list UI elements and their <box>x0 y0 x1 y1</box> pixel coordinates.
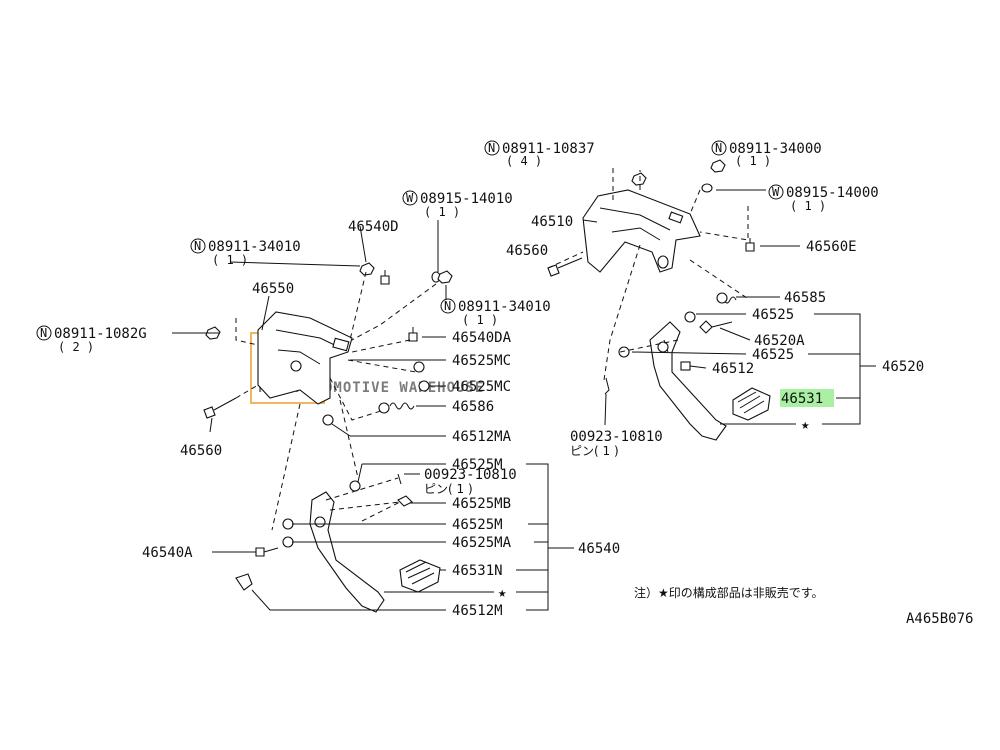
label-00923-10810-right: 00923-10810 <box>570 429 663 445</box>
note-text: 注）★印の構成部品は非販売です。 <box>634 585 824 600</box>
label-08911-1082G: 08911-1082G <box>54 326 147 342</box>
label-46531: 46531 <box>781 391 823 407</box>
pedal-46540 <box>309 491 385 613</box>
bolt-46520A <box>699 320 733 334</box>
circle-prefix-w-08915-14010: W <box>402 190 418 206</box>
svg-text:N: N <box>40 326 47 340</box>
svg-text:W: W <box>406 191 414 205</box>
label-08911-34000: 08911-34000 <box>729 141 822 157</box>
label-46560-left: 46560 <box>180 443 222 459</box>
label-qty-4: ( 4 ) <box>506 154 542 168</box>
label-46525M-a: 46525M <box>452 457 503 473</box>
pin-00923-10810-left <box>397 473 402 485</box>
pedal-46520 <box>649 321 727 441</box>
label-00923-10810-left: 00923-10810 <box>424 467 517 483</box>
label-pin-1-left: ピン( 1 ) <box>424 482 473 496</box>
bushing-46525-a <box>684 311 696 323</box>
svg-text:N: N <box>444 299 451 313</box>
nut-08911-34010-left <box>359 262 375 276</box>
label-46512M: 46512M <box>452 603 503 619</box>
label-46512MA: 46512MA <box>452 429 512 445</box>
label-46540DA: 46540DA <box>452 330 512 346</box>
label-46540: 46540 <box>578 541 620 557</box>
bolt-46540A <box>255 547 279 557</box>
label-46510: 46510 <box>531 214 573 230</box>
svg-text:N: N <box>715 141 722 155</box>
label-46525MA: 46525MA <box>452 535 512 551</box>
label-08911-10837: 08911-10837 <box>502 141 595 157</box>
pad-46531 <box>732 387 771 421</box>
nut-08911-34000 <box>710 159 726 173</box>
label-46531N: 46531N <box>452 563 503 579</box>
label-46525-a: 46525 <box>752 307 794 323</box>
dashed-assembly-lines <box>235 168 751 531</box>
washer-08915-14000 <box>701 183 713 193</box>
nut-08911-10837 <box>631 172 647 186</box>
highlight-46531 <box>780 389 834 407</box>
label-08915-14000: 08915-14000 <box>786 185 879 201</box>
bushing-46525-b <box>618 346 630 358</box>
label-46525MC-1: 46525MC <box>452 353 511 369</box>
label-qty-1c: ( 1 ) <box>424 205 460 219</box>
label-qty-1b: ( 1 ) <box>790 199 826 213</box>
label-46525-b: 46525 <box>752 347 794 363</box>
spring-46585 <box>716 292 737 304</box>
label-46525MC-2: 46525MC <box>452 379 511 395</box>
star-right: ★ <box>801 417 810 433</box>
label-46512: 46512 <box>712 361 754 377</box>
leader-lines <box>172 189 876 611</box>
circle-prefix-n-08911-1082G: N <box>36 325 52 341</box>
circle-prefix-w-08915-14000: W <box>768 184 784 200</box>
stopper-46512M <box>235 573 253 591</box>
label-46560E: 46560E <box>806 239 857 255</box>
bushing-46525MC-1 <box>413 361 425 373</box>
svg-text:N: N <box>488 141 495 155</box>
stopper-46512 <box>680 361 691 371</box>
label-08911-34010-left: 08911-34010 <box>208 239 301 255</box>
label-46520A: 46520A <box>754 333 805 349</box>
bolt-46560-top <box>547 257 583 277</box>
label-46550: 46550 <box>252 281 294 297</box>
stopper-46512MA <box>322 414 334 426</box>
label-08915-14010: 08915-14010 <box>420 191 513 207</box>
bracket-46510 <box>582 189 701 273</box>
clip-46525MB <box>397 495 413 507</box>
bushing-46525M-b <box>282 518 294 530</box>
part-labels: 08911-10837 ( 4 ) 08911-34000 ( 1 ) 0891… <box>54 141 924 619</box>
label-46586: 46586 <box>452 399 494 415</box>
spring-46586 <box>378 402 415 414</box>
label-08911-34010-mid: 08911-34010 <box>458 299 551 315</box>
nut-08911-34010-mid <box>437 270 453 284</box>
label-46525M-b: 46525M <box>452 517 503 533</box>
label-qty-1d: ( 1 ) <box>212 253 248 267</box>
pad-46531N <box>399 559 441 593</box>
pin-00923-10810-right <box>604 377 610 395</box>
bushing-46525M-a <box>349 480 361 492</box>
label-qty-1e: ( 1 ) <box>462 313 498 327</box>
label-46585: 46585 <box>784 290 826 306</box>
label-46540D: 46540D <box>348 219 399 235</box>
circle-prefix-n-08911-34010-left: N <box>190 238 206 254</box>
circle-prefix-n-08911-34000: N <box>711 140 727 156</box>
label-qty-2: ( 2 ) <box>58 340 94 354</box>
bushing-46525MA <box>282 536 294 548</box>
diagram-code: A465B076 <box>906 611 973 627</box>
label-46560-top: 46560 <box>506 243 548 259</box>
label-46525MB: 46525MB <box>452 496 511 512</box>
label-46520: 46520 <box>882 359 924 375</box>
svg-text:N: N <box>194 239 201 253</box>
bolt-46560-left <box>203 397 237 419</box>
bolt-46540D <box>380 270 390 285</box>
circle-prefix-n-08911-10837: N <box>484 140 500 156</box>
bolt-46540DA <box>408 327 418 342</box>
bushing-46525MC-2 <box>418 380 430 392</box>
circle-prefix-n-08911-34010-mid: N <box>440 298 456 314</box>
star-left: ★ <box>498 585 507 601</box>
bolt-46560E <box>745 238 755 252</box>
label-qty-1a: ( 1 ) <box>735 154 771 168</box>
label-pin-1-right: ピン( 1 ) <box>570 444 619 458</box>
svg-text:W: W <box>772 185 780 199</box>
label-46540A: 46540A <box>142 545 193 561</box>
